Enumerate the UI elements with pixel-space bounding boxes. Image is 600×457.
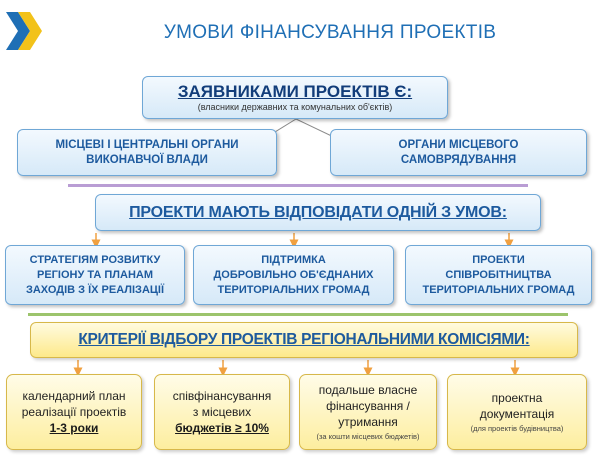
chevrons-logo-icon [6, 12, 42, 50]
applicant-line: МІСЦЕВІ І ЦЕНТРАЛЬНІ ОРГАНИ [55, 138, 239, 151]
criterion-line: календарний план [22, 389, 126, 403]
criterion-calendar-plan: календарний план реалізації проектів 1-3… [6, 374, 142, 450]
conditions-title: ПРОЕКТИ МАЮТЬ ВІДПОВІДАТИ ОДНІЙ З УМОВ: [129, 203, 507, 221]
applicant-line: САМОВРЯДУВАННЯ [400, 153, 517, 166]
divider-purple [68, 184, 528, 187]
criterion-project-documentation: проектна документація (для проектів буді… [447, 374, 587, 450]
criterion-highlight: 1-3 роки [49, 421, 99, 435]
condition-line: ЗАХОДІВ З ЇХ РЕАЛІЗАЦІЇ [25, 283, 165, 296]
criterion-line: проектна [491, 391, 543, 405]
criterion-line: фінансування / [326, 399, 410, 413]
condition-line: ПІДТРИМКА [261, 253, 326, 266]
conditions-box: ПРОЕКТИ МАЮТЬ ВІДПОВІДАТИ ОДНІЙ З УМОВ: [95, 194, 541, 231]
condition-line: РЕГІОНУ ТА ПЛАНАМ [36, 268, 153, 281]
applicants-box: ЗАЯВНИКАМИ ПРОЕКТІВ Є: (власники державн… [142, 76, 448, 119]
applicants-subtitle: (власники державних та комунальних об'єк… [197, 101, 393, 112]
condition-line: СТРАТЕГІЯМ РОЗВИТКУ [29, 253, 161, 266]
condition-line: СПІВРОБІТНИЦТВА [445, 268, 552, 281]
condition-line: ТЕРИТОРІАЛЬНИХ ГРОМАД [422, 283, 575, 296]
condition-line: ТЕРИТОРІАЛЬНИХ ГРОМАД [217, 283, 370, 296]
condition-regional-strategy: СТРАТЕГІЯМ РОЗВИТКУ РЕГІОНУ ТА ПЛАНАМ ЗА… [5, 245, 185, 305]
criterion-line: співфінансування [172, 389, 272, 403]
applicants-title: ЗАЯВНИКАМИ ПРОЕКТІВ Є: [177, 81, 413, 101]
applicant-line: ВИКОНАВЧОЇ ВЛАДИ [86, 153, 208, 166]
criteria-title: КРИТЕРІЇ ВІДБОРУ ПРОЕКТІВ РЕГІОНАЛЬНИМИ … [78, 331, 530, 348]
criterion-further-financing: подальше власне фінансування / утримання… [299, 374, 437, 450]
criterion-cofinancing: співфінансування з місцевих бюджетів ≥ 1… [154, 374, 290, 450]
applicant-line: ОРГАНИ МІСЦЕВОГО [398, 138, 519, 151]
criterion-line: подальше власне [318, 383, 418, 397]
applicant-executive-authorities: МІСЦЕВІ І ЦЕНТРАЛЬНІ ОРГАНИ ВИКОНАВЧОЇ В… [17, 129, 277, 176]
criterion-line: з місцевих [192, 405, 252, 419]
applicant-self-government: ОРГАНИ МІСЦЕВОГО САМОВРЯДУВАННЯ [330, 129, 587, 176]
criterion-highlight: бюджетів ≥ 10% [175, 421, 269, 435]
condition-line: ПРОЕКТИ [472, 253, 525, 266]
page-title: УМОВИ ФІНАНСУВАННЯ ПРОЕКТІВ [163, 22, 497, 43]
criterion-line: документація [479, 407, 555, 421]
condition-cooperation-projects: ПРОЕКТИ СПІВРОБІТНИЦТВА ТЕРИТОРІАЛЬНИХ Г… [405, 245, 592, 305]
divider-green [28, 313, 568, 316]
criterion-line: реалізації проектів [21, 405, 127, 419]
criterion-note: (для проектів будівництва) [470, 424, 564, 433]
criterion-note: (за кошти місцевих бюджетів) [316, 432, 420, 441]
criteria-box: КРИТЕРІЇ ВІДБОРУ ПРОЕКТІВ РЕГІОНАЛЬНИМИ … [30, 322, 578, 358]
criterion-line: утримання [338, 415, 398, 429]
condition-amalgamated-communities: ПІДТРИМКА ДОБРОВІЛЬНО ОБ'ЄДНАНИХ ТЕРИТОР… [193, 245, 394, 305]
condition-line: ДОБРОВІЛЬНО ОБ'ЄДНАНИХ [213, 268, 374, 281]
